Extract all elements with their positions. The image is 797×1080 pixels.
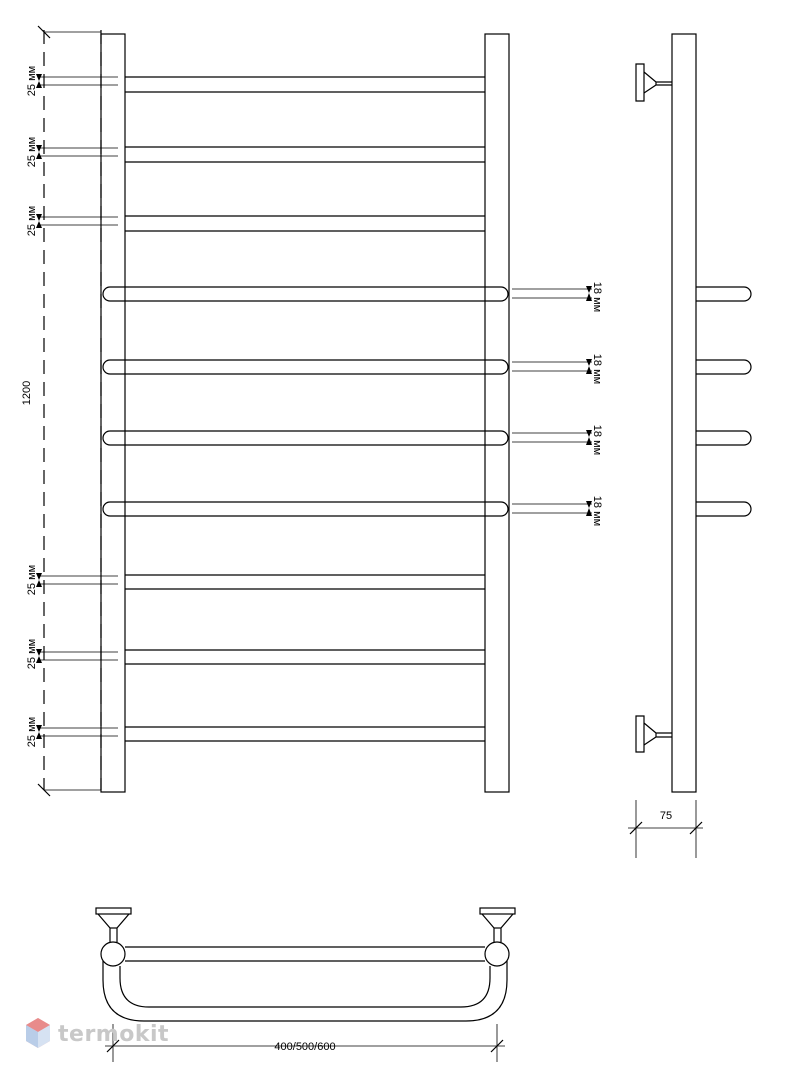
- dim-pipe-1: 18 мм: [591, 282, 603, 312]
- dim-gap-top-3: 25 мм: [26, 206, 38, 236]
- gap-leaders: [36, 74, 118, 739]
- top-u-rail-inner: [119, 966, 491, 1008]
- side-hooks: [696, 286, 752, 517]
- top-post-left: [100, 941, 126, 967]
- termokit-logo-icon: [26, 1018, 50, 1048]
- dim-pipe-4: 18 мм: [591, 496, 603, 526]
- top-view: 400/500/600: [95, 907, 516, 1062]
- right-post: [484, 33, 510, 793]
- flat-rungs: [125, 76, 485, 742]
- round-rungs: [102, 286, 509, 517]
- watermark-brand: termokit: [58, 1021, 170, 1047]
- dim-gap-top-1: 25 мм: [26, 66, 38, 96]
- top-bracket-left: [95, 907, 132, 942]
- dim-depth: 75: [660, 810, 672, 822]
- side-post: [671, 33, 697, 793]
- dim-gap-bottom-1: 25 мм: [26, 565, 38, 595]
- wall-bracket-top: [635, 63, 672, 102]
- dim-height: 1200: [21, 381, 33, 405]
- watermark: termokit: [24, 1016, 169, 1052]
- top-bracket-right: [479, 907, 516, 942]
- dim-pipe-2: 18 мм: [591, 354, 603, 384]
- dim-pipe-3: 18 мм: [591, 425, 603, 455]
- dim-gap-bottom-2: 25 мм: [26, 639, 38, 669]
- dim-gap-top-2: 25 мм: [26, 137, 38, 167]
- front-view: 1200 25 мм 25 мм 25 мм 25 мм 25 мм 25 мм…: [21, 25, 603, 797]
- top-u-rail-outer: [102, 961, 508, 1022]
- dim-gap-bottom-3: 25 мм: [26, 717, 38, 747]
- pipe-leaders: [512, 286, 592, 516]
- wall-bracket-bottom: [635, 715, 672, 753]
- top-post-right: [484, 941, 510, 967]
- dim-width: 400/500/600: [274, 1041, 335, 1053]
- side-view: 75: [628, 33, 752, 858]
